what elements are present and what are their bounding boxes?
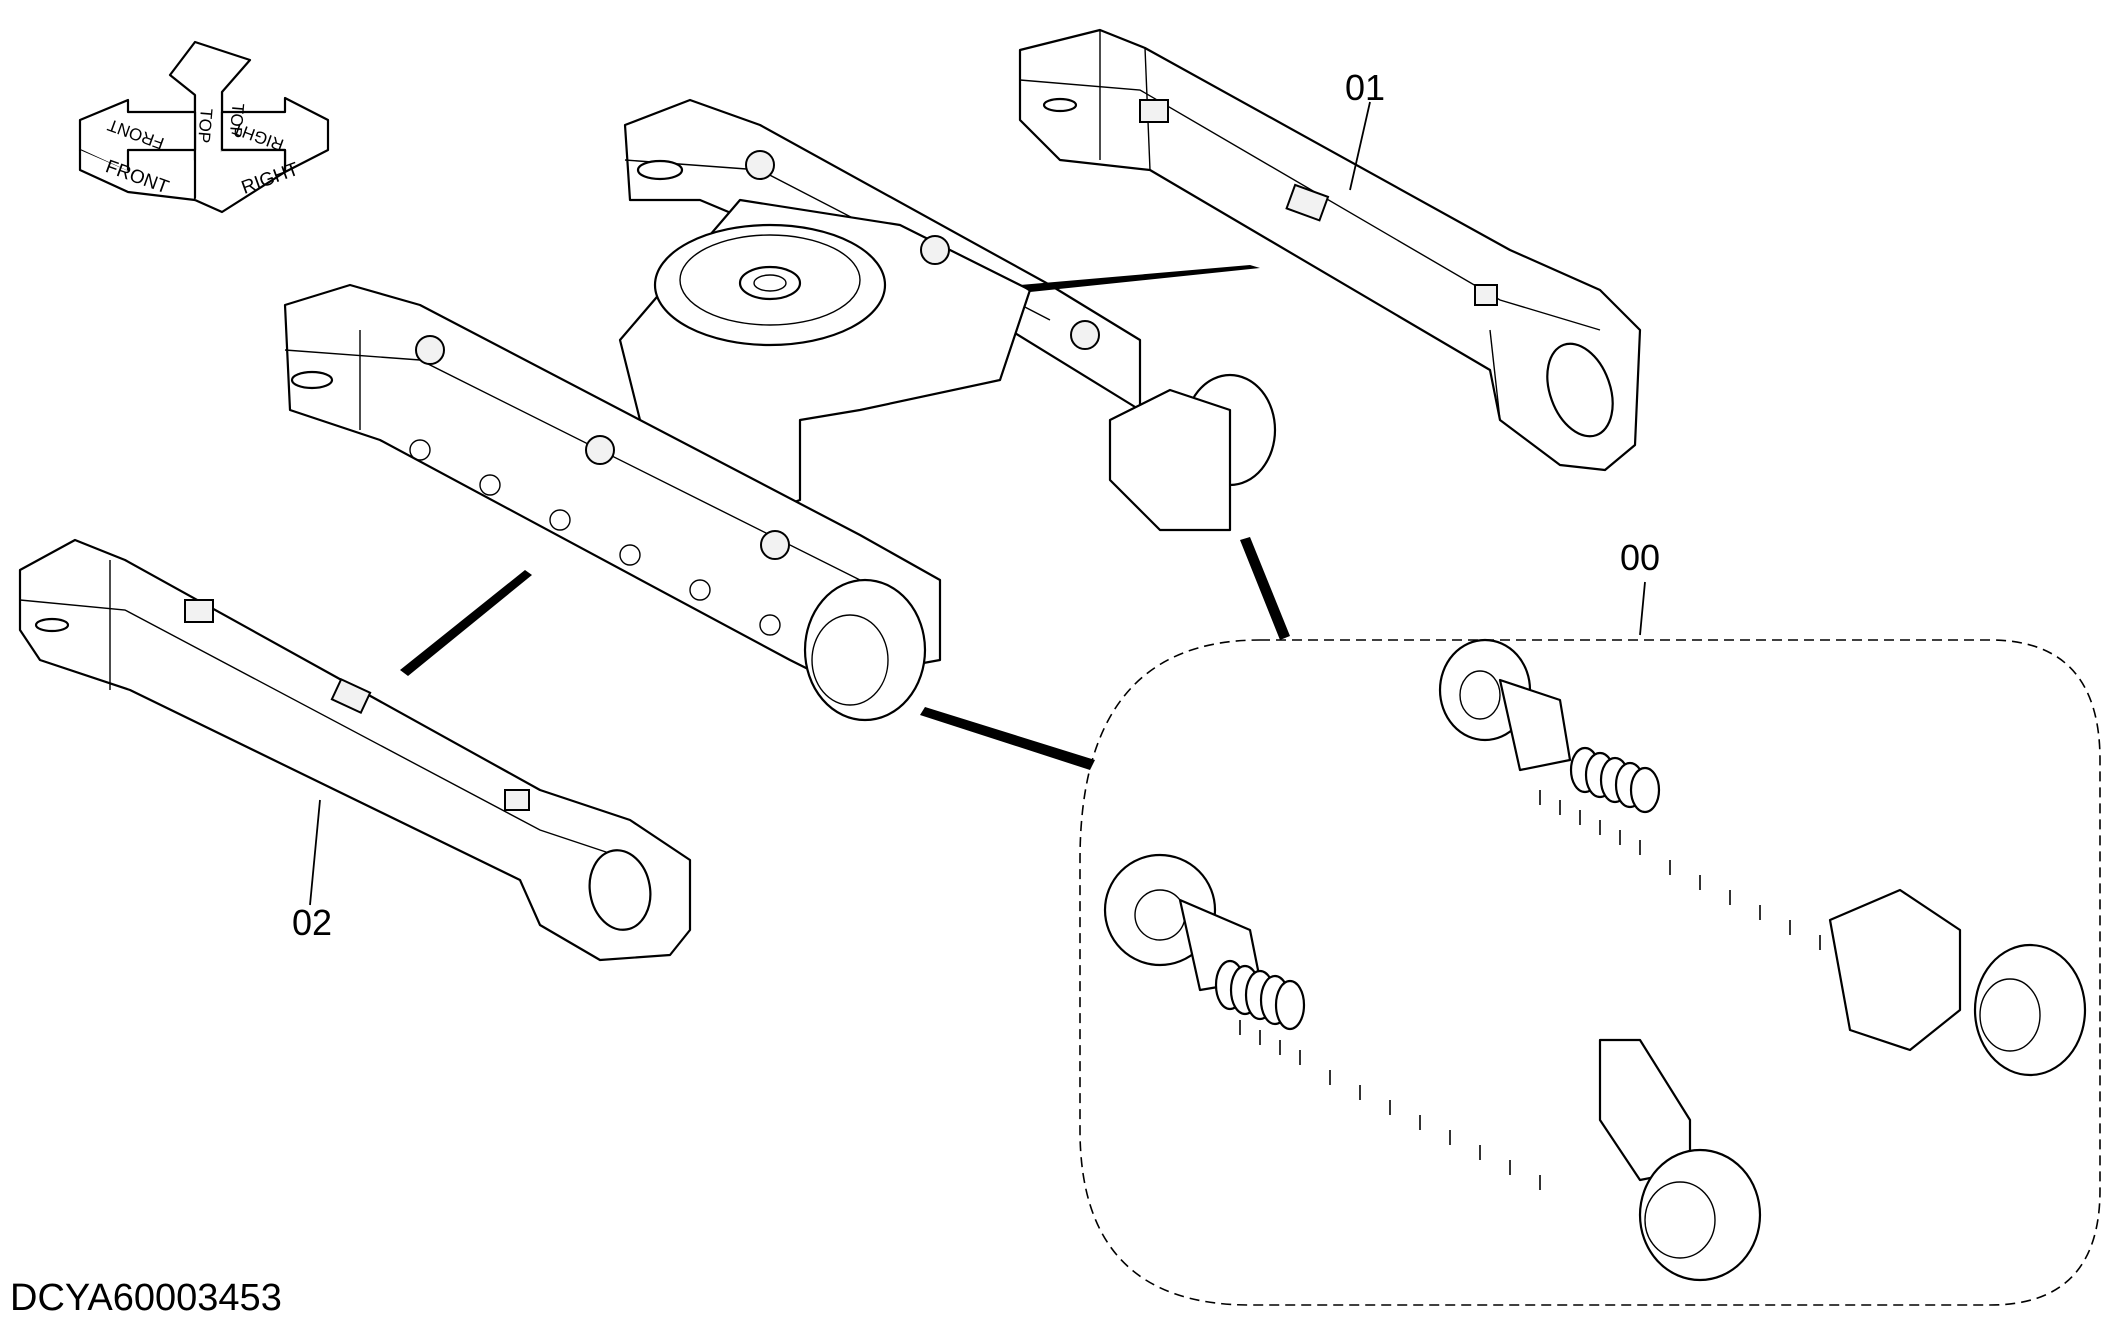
callout-00: 00: [1620, 537, 1660, 578]
orientation-icon: FRONT FRONT TOP TOP RIGHT RIGHT: [78, 40, 330, 214]
recoil-spring-upper: [1569, 746, 1661, 814]
bolt-array: [1239, 790, 1821, 1190]
side-frame-02: [18, 538, 692, 962]
callout-01: 01: [1345, 67, 1385, 108]
callout-02: 02: [292, 902, 332, 943]
side-frame-01: [1018, 28, 1642, 472]
recoil-spring-lower: [1214, 959, 1306, 1031]
drive-group-00: [1079, 638, 2101, 1306]
orientation-top-label: TOP: [226, 103, 248, 139]
main-lower-frame: [283, 98, 1277, 722]
orientation-top-mirrored: TOP: [194, 108, 216, 144]
drawing-number: DCYA60003453: [10, 1277, 282, 1319]
leader-lines: [309, 101, 1646, 906]
